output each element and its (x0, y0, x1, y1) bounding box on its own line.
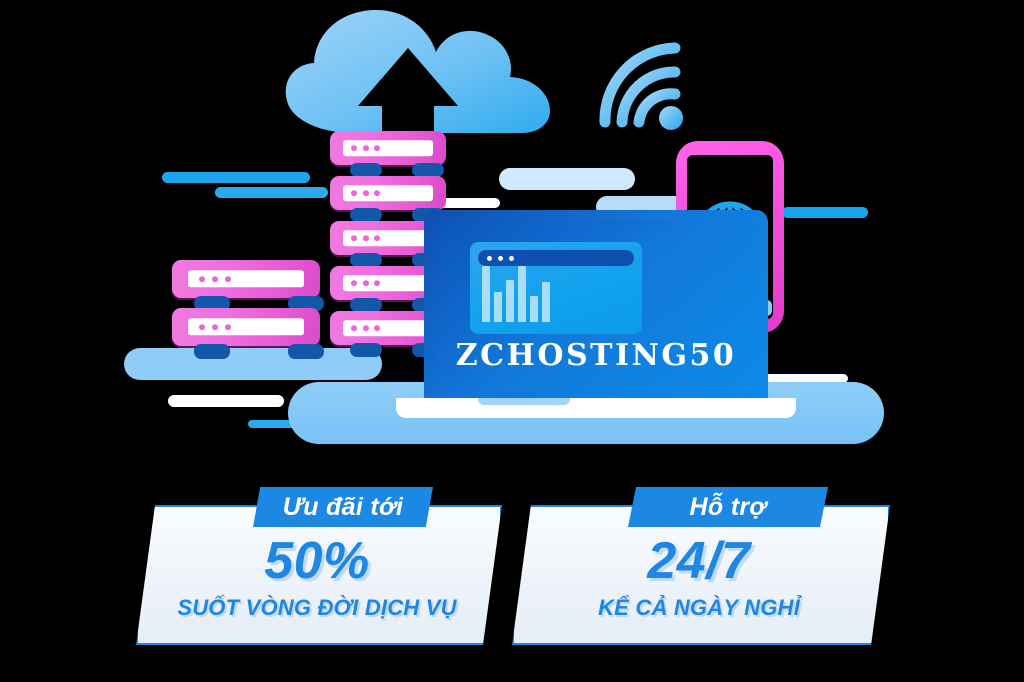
promo-tab-discount[interactable]: Ưu đãi tới (253, 487, 433, 527)
laptop-screen: ZCHOSTING50 (436, 220, 756, 392)
promo-card-discount-content: 50% SUỐT VÒNG ĐỜI DỊCH VỤ (136, 505, 498, 641)
window-dot-icon (487, 255, 492, 261)
rack-slot (188, 318, 304, 336)
rack-foot (350, 163, 382, 177)
server-rack-icon (330, 176, 446, 210)
decor-pill-9 (782, 207, 868, 218)
rack-dot (350, 190, 357, 196)
rack-foot (350, 208, 382, 222)
wifi-icon (595, 30, 685, 140)
decor-pill-10 (728, 374, 848, 383)
laptop-base (396, 398, 796, 418)
rack-dot (211, 276, 218, 282)
rack-foot (288, 344, 324, 359)
server-rack-icon (172, 260, 320, 298)
rack-foot (350, 298, 382, 312)
promo-card-discount[interactable] (136, 505, 502, 645)
window-dot-icon (498, 255, 503, 261)
rack-dot (350, 145, 357, 151)
rack-dot (362, 235, 369, 241)
rack-slot (342, 275, 434, 291)
promo-tab-label: Ưu đãi tới (282, 492, 404, 521)
promo-headline: 24/7 (647, 532, 751, 590)
rack-dot (374, 325, 381, 331)
rack-dot (211, 324, 218, 330)
rack-dot (374, 145, 381, 151)
laptop-lid: ZCHOSTING50 (424, 210, 768, 402)
rack-foot (412, 163, 444, 177)
rack-dot (198, 324, 205, 330)
rack-foot (194, 344, 230, 359)
rack-dot (374, 280, 381, 286)
bar-chart-icon (482, 266, 558, 322)
chart-bar (506, 280, 514, 322)
rack-dot (362, 325, 369, 331)
promo-headline: 50% (264, 532, 370, 590)
browser-window (470, 242, 642, 334)
laptop-base-notch (478, 398, 570, 405)
rack-slot (188, 270, 304, 288)
rack-dot (225, 324, 232, 330)
rack-dot (362, 145, 369, 151)
promo-subline: SUỐT VÒNG ĐỜI DỊCH VỤ (177, 595, 457, 620)
laptop-brand-text: ZCHOSTING50 (455, 338, 737, 373)
rack-slot (342, 140, 434, 156)
promo-tab-label: Hỗ trợ (689, 492, 767, 521)
decor-pill-7 (248, 420, 318, 428)
chart-bar (482, 266, 490, 322)
rack-dot (350, 280, 357, 286)
window-dot-icon (509, 255, 514, 261)
promo-subline: KỂ CẢ NGÀY NGHỈ (598, 595, 800, 620)
decor-pill-1 (162, 172, 310, 183)
decor-pill-5 (124, 348, 382, 380)
rack-slot (342, 185, 434, 201)
promo-tab-support[interactable]: Hỗ trợ (628, 487, 828, 527)
chart-bar (530, 296, 538, 322)
promo-card-support-content: 24/7 KỂ CẢ NGÀY NGHỈ (512, 505, 886, 641)
rack-dot (225, 276, 232, 282)
rack-dot (350, 235, 357, 241)
rack-dot (374, 190, 381, 196)
rack-dot (350, 325, 357, 331)
server-rack-icon (330, 131, 446, 165)
rack-dot (198, 276, 205, 282)
chart-bar (518, 266, 526, 322)
decor-pill-3 (499, 168, 635, 190)
rack-dot (362, 190, 369, 196)
chart-bar (542, 282, 550, 322)
promo-card-support[interactable] (512, 505, 890, 645)
rack-slot (342, 230, 434, 246)
chart-bar (494, 292, 502, 322)
rack-foot (350, 343, 382, 357)
cloud-upload-icon (258, 8, 558, 138)
rack-slot (342, 320, 434, 336)
rack-foot (194, 296, 230, 311)
rack-foot (288, 296, 324, 311)
decor-pill-2 (215, 187, 328, 198)
browser-titlebar (478, 250, 634, 266)
decor-pill-6 (168, 395, 284, 407)
server-rack-icon (172, 308, 320, 346)
rack-dot (362, 280, 369, 286)
rack-foot (350, 253, 382, 267)
rack-dot (374, 235, 381, 241)
